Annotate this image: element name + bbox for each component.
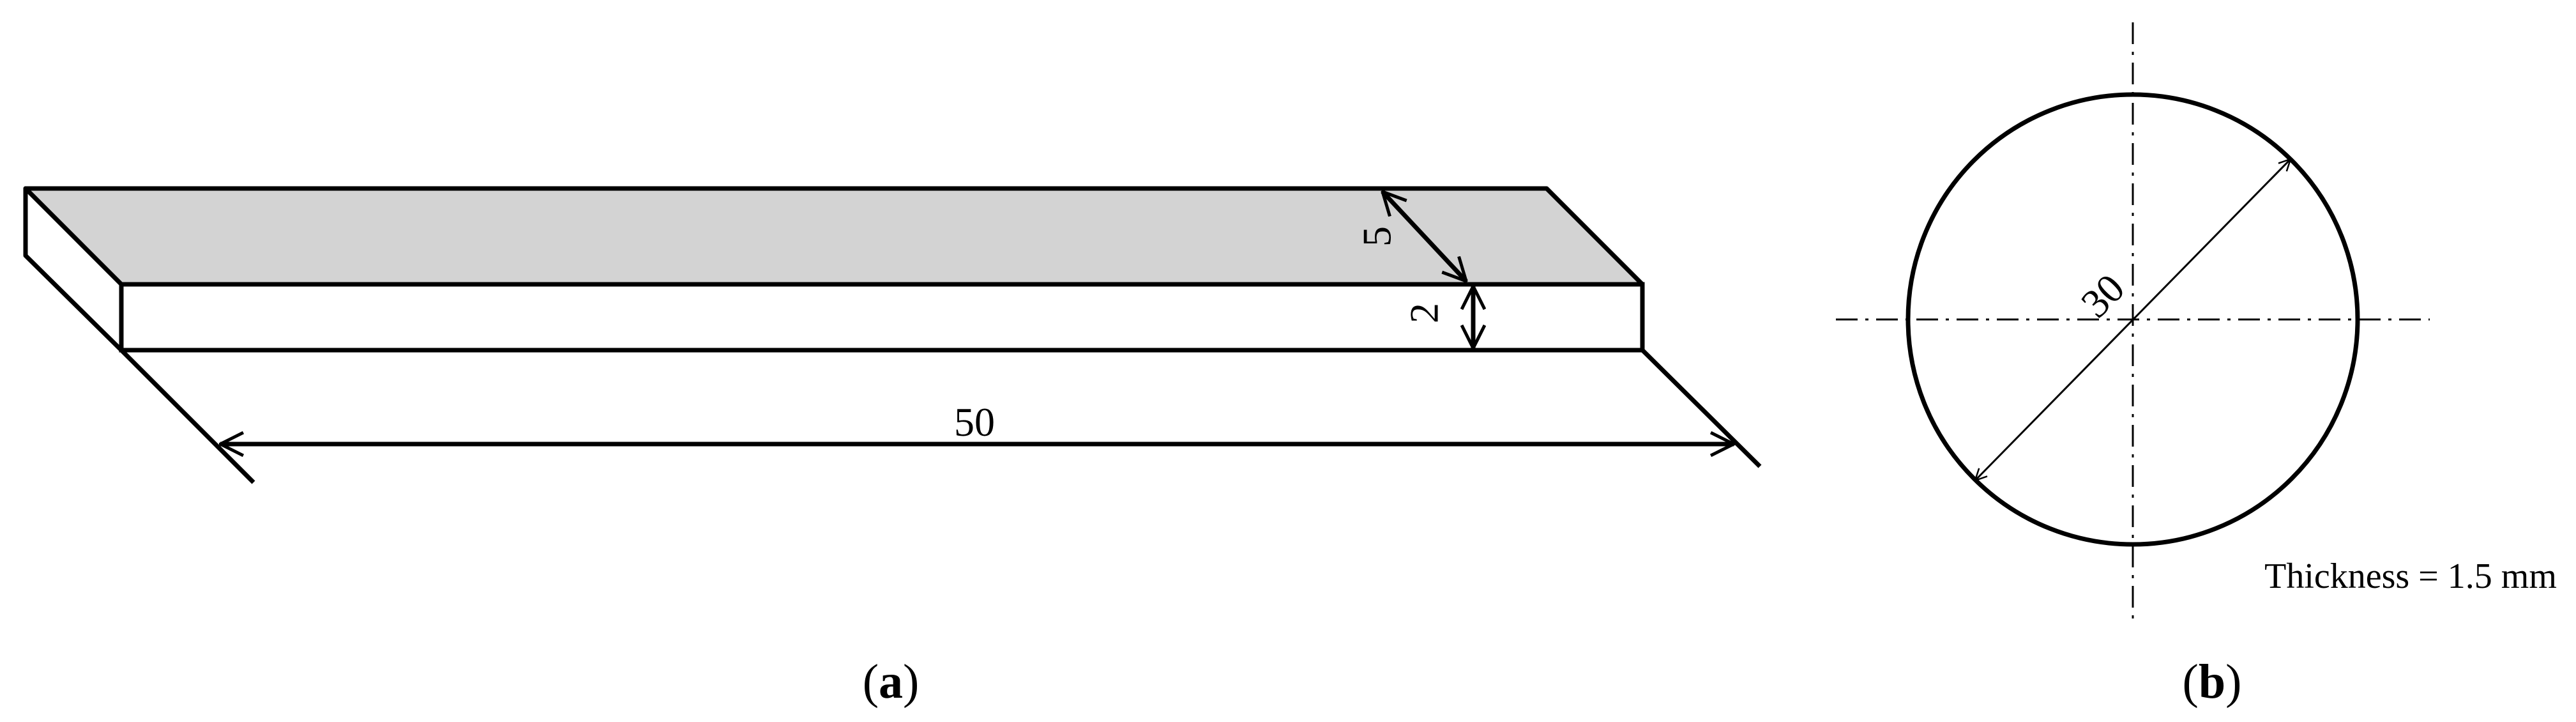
dimension-label-diameter: 30 <box>2072 265 2133 326</box>
dimension-label-length: 50 <box>954 399 995 445</box>
dimension-thickness: 2 <box>1402 286 1473 348</box>
thickness-note: Thickness = 1.5 mm <box>2264 557 2557 596</box>
disc-specimen: 30 <box>1836 22 2430 623</box>
caption-b-letter: b <box>2199 655 2225 709</box>
caption-b: (b) <box>2183 655 2242 709</box>
caption-a: (a) <box>863 655 920 709</box>
dimension-label-thickness: 2 <box>1402 303 1447 323</box>
dimension-length: 50 <box>220 399 1734 445</box>
caption-a-letter: a <box>879 655 903 709</box>
dimension-width: 5 <box>1354 192 1466 281</box>
dimension-arrow-diameter <box>1975 159 2291 480</box>
extension-line-right <box>1640 348 1762 468</box>
disc-outline <box>1905 92 2360 547</box>
bar-top-face <box>23 186 1645 287</box>
extension-line-left <box>119 348 255 484</box>
bar-front-face <box>119 282 1645 353</box>
dimension-label-width: 5 <box>1354 226 1400 247</box>
bar-specimen <box>23 186 1762 484</box>
dimension-arrow-width <box>1383 192 1466 281</box>
